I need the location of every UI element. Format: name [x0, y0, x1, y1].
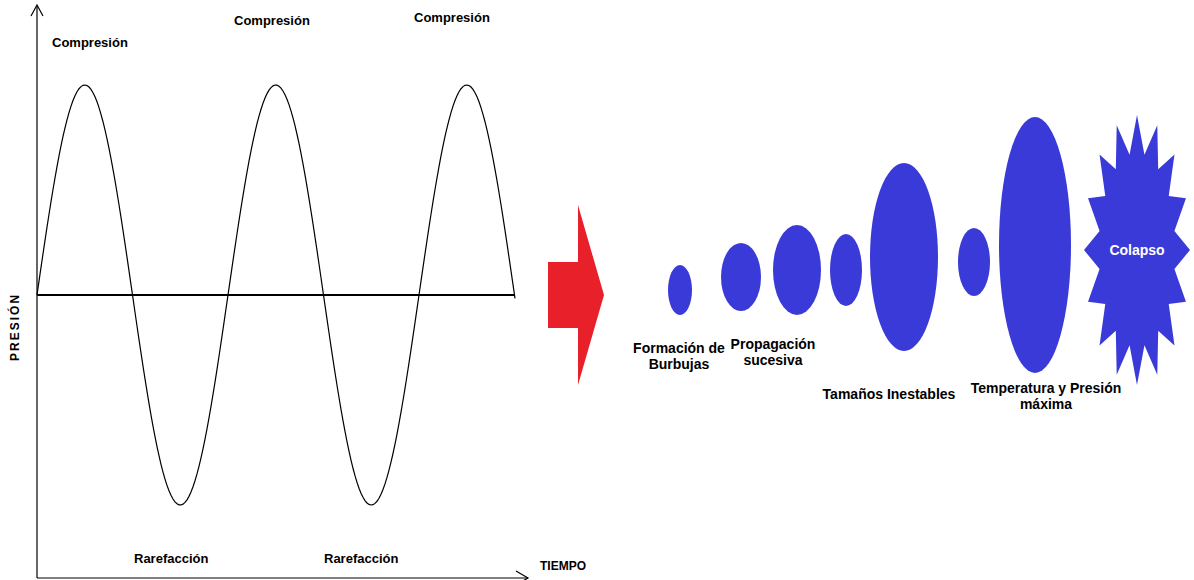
stage-label: Propagación sucesiva: [728, 336, 818, 368]
stage-label: Tamaños Inestables: [818, 386, 960, 402]
axis-arrowhead: [516, 571, 528, 580]
bubble: [870, 163, 938, 351]
red-arrow: [548, 205, 604, 385]
bubble: [830, 234, 862, 306]
phase-label: Compresión: [52, 36, 128, 51]
axis-arrowhead: [31, 5, 43, 16]
bubble: [721, 243, 761, 311]
bubble: [773, 225, 821, 315]
node-label: Colapso: [1109, 242, 1164, 258]
time-axis: [37, 577, 528, 578]
stage-label: Temperatura y Presión máxima: [962, 380, 1130, 412]
zero-line: [37, 294, 515, 296]
bubble: [958, 228, 990, 296]
phase-label: Compresión: [234, 14, 310, 29]
pressure-wave: [37, 85, 515, 505]
sine-curve: [37, 85, 515, 505]
star-shape: [1084, 115, 1190, 385]
stage-label: Formación de Burbujas: [632, 340, 726, 372]
phase-label: Rarefacción: [134, 552, 208, 567]
bubbles: [668, 117, 1071, 373]
bubble: [668, 265, 692, 315]
axis-label: PRESIÓN: [9, 293, 23, 361]
phase-label: Rarefacción: [324, 552, 398, 567]
phase-label: Compresión: [414, 11, 490, 26]
collapse-star: Colapso: [1084, 115, 1190, 385]
axis-label: TIEMPO: [540, 560, 586, 574]
bubble: [999, 117, 1071, 373]
